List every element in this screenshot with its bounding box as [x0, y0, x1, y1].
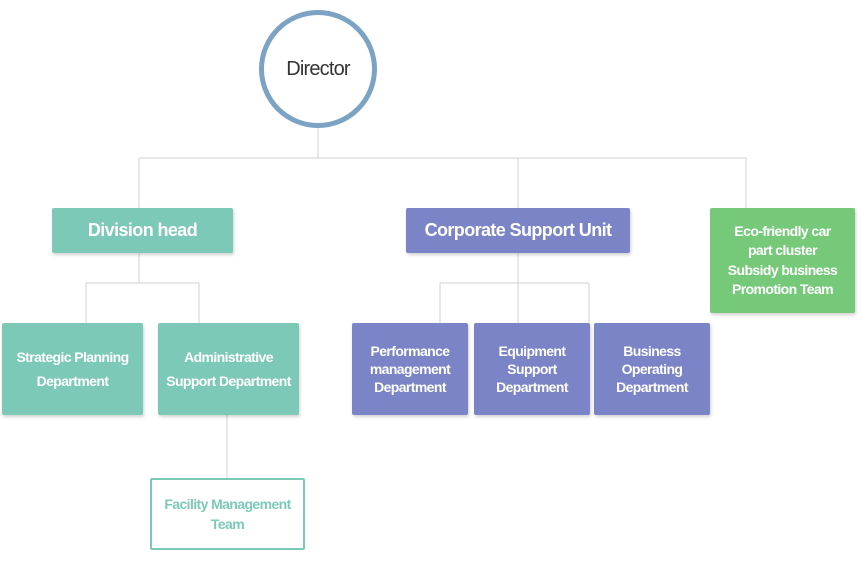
administrative-support-node: Administrative Support Department	[158, 323, 299, 415]
division-head-node: Division head	[52, 208, 233, 253]
division-head-label: Division head	[87, 220, 198, 240]
business-operating-node: Business Operating Department	[594, 323, 710, 415]
corporate-support-unit-label: Corporate Support Unit	[424, 220, 612, 240]
performance-management-node: Performance management Department	[352, 323, 468, 415]
eco-team-node: Eco-friendly car part cluster Subsidy bu…	[710, 208, 855, 313]
administrative-support-label: Administrative Support Department	[166, 349, 291, 389]
director-node: Director	[259, 10, 377, 128]
business-operating-label: Business Operating Department	[616, 343, 688, 395]
director-label: Director	[286, 57, 350, 80]
strategic-planning-node: Strategic Planning Department	[2, 323, 143, 415]
performance-management-label: Performance management Department	[369, 343, 451, 395]
corporate-support-unit-node: Corporate Support Unit	[406, 208, 630, 253]
eco-team-label: Eco-friendly car part cluster Subsidy bu…	[727, 222, 838, 298]
facility-management-label: Facility Management Team	[164, 496, 291, 532]
strategic-planning-label: Strategic Planning Department	[16, 349, 129, 389]
facility-management-node: Facility Management Team	[150, 478, 305, 550]
equipment-support-label: Equipment Support Department	[496, 343, 568, 395]
equipment-support-node: Equipment Support Department	[474, 323, 590, 415]
